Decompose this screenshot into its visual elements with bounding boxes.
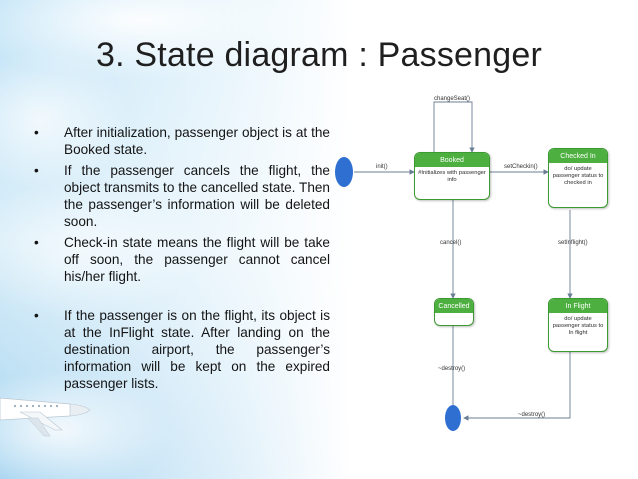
final-state-icon [445,405,461,431]
state-cancelled-name: Cancelled [435,299,473,313]
state-checked-in-name: Checked In [549,149,607,163]
bullet-item: • If the passenger cancels the flight, th… [34,162,330,230]
state-checked-in: Checked In do/ update passenger status t… [548,148,608,208]
transition-change-seat [433,101,475,153]
label-change-seat: changeSeat() [434,96,471,102]
state-in-flight-action: do/ update passenger status to In flight [552,316,604,336]
state-checked-in-action: do/ update passenger status to checked i… [552,166,604,186]
bullet-item: • Check-in state means the flight will be… [34,234,330,285]
bullet-text: Check-in state means the flight will be … [64,235,330,284]
bullet-icon: • [34,163,39,178]
state-booked: Booked #Initializes with passenger info [414,152,490,200]
bullet-item: • If the passenger is on the flight, its … [34,307,330,392]
state-diagram: changeSeat() init() setCheckin() cancel(… [330,90,630,440]
bullet-text: After initialization, passenger object i… [64,125,330,157]
bullet-item: • After initialization, passenger object … [34,124,330,158]
state-cancelled: Cancelled [434,298,474,326]
bullet-icon: • [34,308,39,323]
transition-destroy-inflight [463,352,571,421]
label-init: init() [376,164,388,170]
label-destroy-inflight: ~destroy() [518,412,546,418]
bullet-text: If the passenger is on the flight, its o… [64,308,330,391]
state-booked-name: Booked [415,153,489,167]
diagram-connectors [335,101,573,431]
label-set-checkin: setCheckin() [504,164,538,170]
state-booked-action: #Initializes with passenger info [418,170,486,183]
airplane-graphic [0,397,91,437]
initial-state-icon [335,157,353,187]
bullet-icon: • [34,235,39,250]
state-in-flight-name: In Flight [549,299,607,313]
bullet-icon: • [34,125,39,140]
bullet-list: • After initialization, passenger object … [34,124,330,396]
bullet-text: If the passenger cancels the flight, the… [64,163,330,229]
label-destroy-cancelled: ~destroy() [438,366,466,372]
label-cancel: cancel() [440,240,462,246]
label-set-inflight: setInflight() [558,240,588,246]
slide-title: 3. State diagram : Passenger [96,36,542,74]
state-in-flight: In Flight do/ update passenger status to… [548,298,608,352]
